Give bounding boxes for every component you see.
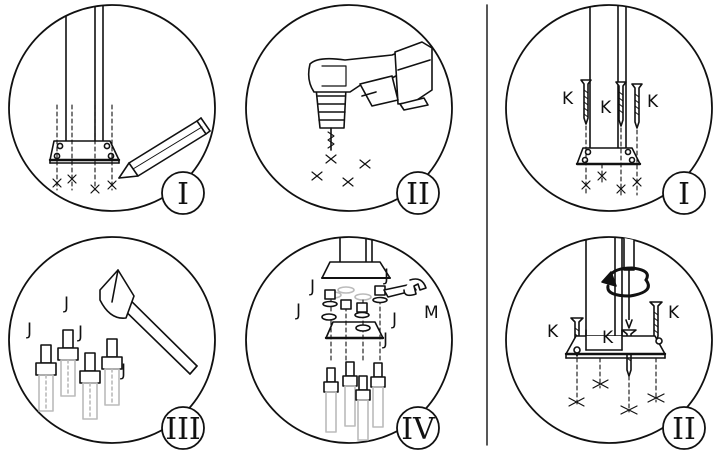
- step-number: IV: [401, 412, 436, 447]
- part-label-j: J: [77, 323, 83, 343]
- anchor-bolt-icon: [35, 344, 57, 412]
- step-number: II: [406, 177, 430, 212]
- part-label-j: J: [383, 266, 389, 286]
- hammer-icon: [99, 269, 198, 375]
- part-label-j: J: [26, 320, 32, 340]
- step-number-badge: [396, 171, 440, 215]
- step-number-badge: [662, 406, 706, 450]
- part-label-j: J: [120, 361, 126, 381]
- anchor-bolt-icon: [355, 375, 371, 441]
- anchor-bolt-icon: [323, 367, 339, 433]
- screw-icon: [631, 83, 643, 129]
- step-1-mark-holes-panel: I: [8, 4, 216, 215]
- part-label-k: K: [562, 89, 574, 109]
- part-label-j: J: [391, 310, 397, 330]
- step-number: II: [672, 412, 696, 447]
- step-2-drill-holes-panel: II: [245, 4, 453, 215]
- part-label-k: K: [602, 328, 614, 348]
- screw-icon: [615, 81, 627, 127]
- anchor-bolt-icon: [342, 361, 358, 427]
- part-label-m: M: [424, 303, 439, 323]
- step-frame-circle: [8, 4, 216, 212]
- step-frame-circle: [245, 4, 453, 212]
- part-label-k: K: [600, 98, 612, 118]
- step-frame-circle: [8, 236, 216, 444]
- part-label-j: J: [382, 330, 388, 350]
- part-label-j: J: [309, 277, 315, 297]
- screwdriver-icon: [623, 237, 635, 329]
- step-number-badge: [396, 406, 440, 450]
- step-frame-circle: [245, 236, 453, 444]
- pencil-icon: [118, 117, 211, 179]
- alt-step-2-screwdriver-panel: K K K II: [505, 236, 713, 450]
- step-number: III: [165, 412, 201, 447]
- part-label-k: K: [647, 92, 659, 112]
- base-plate: [48, 140, 121, 164]
- alt-step-1-screw-panel: K K K I: [505, 4, 713, 215]
- step-frame-circle: [505, 4, 713, 212]
- part-label-j: J: [295, 301, 301, 321]
- anchor-bolt-icon: [79, 352, 101, 420]
- step-number: I: [678, 177, 690, 212]
- step-number: I: [177, 177, 189, 212]
- cordless-drill-icon: [307, 41, 433, 151]
- step-3-insert-anchors-panel: J J J J III: [8, 236, 216, 450]
- step-4-fasten-base-panel: J J J J J M IV: [245, 236, 453, 450]
- step-frame-circle: [505, 236, 713, 444]
- part-label-k: K: [668, 303, 680, 323]
- screw-icon: [580, 79, 592, 125]
- part-label-j: J: [63, 294, 69, 314]
- anchor-bolt-icon: [370, 362, 386, 428]
- step-number-badge: [662, 171, 706, 215]
- step-number-badge: [161, 171, 205, 215]
- part-label-k: K: [547, 322, 559, 342]
- wrench-icon: [383, 278, 427, 298]
- rotation-arrow-icon: [601, 266, 650, 298]
- step-number-badge: [161, 406, 205, 450]
- anchor-bolt-icon: [57, 329, 79, 397]
- anchor-bolt-icon: [101, 338, 123, 406]
